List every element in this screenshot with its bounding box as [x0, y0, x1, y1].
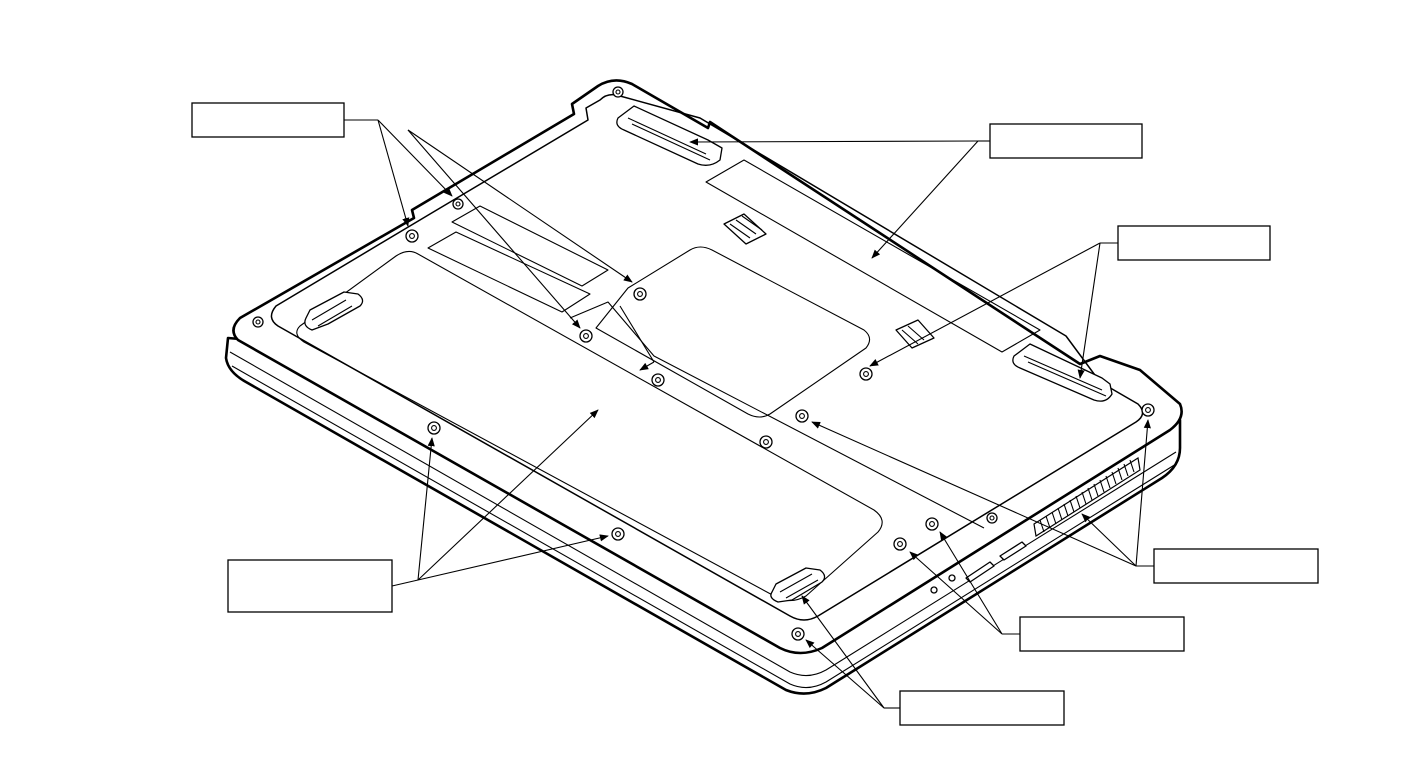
latch-1 [723, 213, 767, 245]
foot-bottom [770, 567, 826, 603]
port-3 [930, 586, 938, 594]
label-area-1 [427, 231, 591, 313]
foot-left [304, 291, 364, 331]
port-2 [999, 541, 1027, 561]
callout-1 [191, 102, 345, 138]
laptop-body [224, 79, 1183, 695]
callout-5 [1153, 548, 1319, 584]
port-1 [965, 561, 995, 583]
label-area-3 [705, 159, 1041, 353]
latch-2 [895, 319, 935, 349]
rim-line-2 [231, 365, 1177, 689]
port-4 [948, 574, 956, 582]
top-face [232, 79, 1183, 655]
screws [252, 86, 1155, 641]
callout-6 [1019, 616, 1185, 652]
battery-panel [296, 250, 883, 602]
foot-top [616, 105, 723, 166]
access-panel [595, 246, 871, 418]
leader-lines [344, 119, 1154, 709]
callout-7 [899, 690, 1065, 726]
rim-line-1 [229, 351, 1177, 677]
panel-divider [569, 301, 985, 529]
inner-border [270, 93, 1144, 621]
callout-2 [989, 123, 1143, 159]
label-area-2 [451, 205, 609, 287]
vent-grille [1033, 457, 1141, 537]
callout-4 [227, 559, 393, 613]
callout-3 [1117, 225, 1271, 261]
